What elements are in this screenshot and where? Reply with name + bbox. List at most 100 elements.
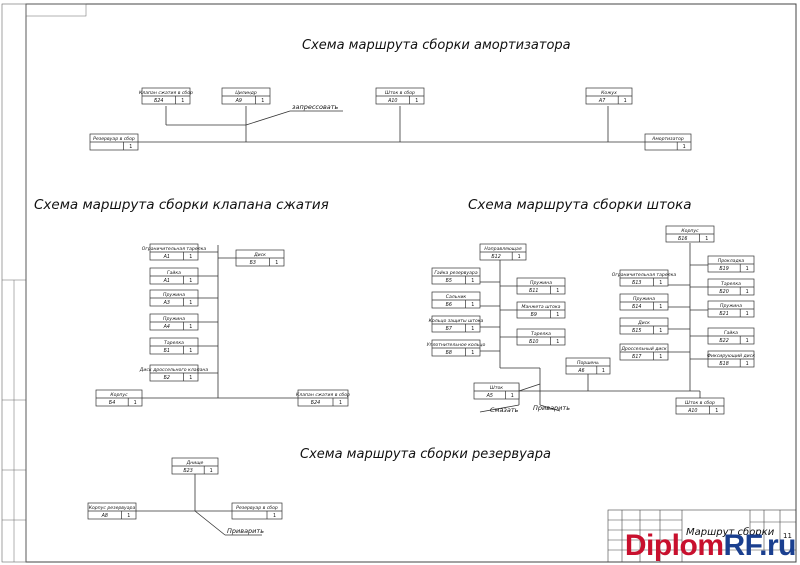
part-name: Клапан сжатия в сбор	[139, 90, 193, 96]
part-qty: 1	[189, 300, 192, 306]
part-qty: 1	[471, 350, 474, 356]
part-name: Дроссельный диск	[620, 346, 667, 352]
part-name: Амортизатор	[651, 136, 684, 142]
part-code: Б3	[250, 260, 256, 266]
part-code: Б5	[446, 278, 452, 284]
part-qty: 1	[189, 348, 192, 354]
part-qty: 1	[210, 468, 213, 474]
part-name: Шток в сбор	[385, 90, 415, 96]
title-block: Маршрут сборки 11	[607, 509, 797, 563]
part-code: Б17	[632, 354, 641, 360]
watermark-part2: RF.ru	[723, 529, 797, 562]
part-qty: 1	[659, 304, 662, 310]
part-qty: 1	[746, 289, 749, 295]
part-code: Б22	[719, 338, 728, 344]
part-code: Б24	[311, 400, 320, 406]
part-name: Ограничительная тарелка	[612, 272, 677, 278]
part-code: Б18	[719, 361, 728, 367]
part-qty: 1	[659, 328, 662, 334]
part-name: Поршень	[577, 360, 599, 366]
part-qty: 1	[556, 339, 559, 345]
part-code: Б23	[183, 468, 192, 474]
corner-stamp	[25, 3, 87, 17]
part-code: Б2	[164, 375, 170, 381]
part-qty: 1	[189, 254, 192, 260]
part-name: Пружина	[163, 292, 185, 298]
watermark-part1: Diplom	[624, 529, 724, 562]
part-code: Б14	[632, 304, 641, 310]
part-code: А6	[577, 368, 584, 374]
part-name: Резервуар в сбор	[236, 505, 278, 511]
part-qty: 1	[189, 278, 192, 284]
part-code: Б12	[491, 254, 500, 260]
part-qty: 1	[134, 400, 137, 406]
part-qty: 1	[518, 254, 521, 260]
part-code: А1	[163, 254, 170, 260]
part-name: Пружина	[163, 316, 185, 322]
part-name: Фиксирующий диск	[707, 353, 755, 359]
part-code: Б4	[109, 400, 115, 406]
note-weld-rod: Приварить	[533, 404, 570, 412]
part-qty: 1	[715, 408, 718, 414]
part-name: Кожух	[601, 90, 617, 96]
part-qty: 1	[275, 260, 278, 266]
part-qty: 1	[659, 280, 662, 286]
part-name: Ограничительная тарелка	[142, 246, 207, 252]
part-qty: 1	[556, 288, 559, 294]
part-name: Сальник	[446, 294, 467, 300]
part-name: Резервуар в сбор	[93, 136, 135, 142]
part-name: Гайка резервуара	[434, 270, 477, 276]
note-weld-reservoir: Приварить	[227, 527, 264, 535]
part-code: А1	[163, 278, 170, 284]
part-code: А5	[486, 393, 493, 399]
shock-diagram	[138, 106, 645, 143]
part-code: Б19	[719, 266, 728, 272]
part-qty: 1	[471, 278, 474, 284]
title-rod-assembly: Схема маршрута сборки штока	[468, 197, 692, 213]
part-name: Диск дроссельного клапана	[139, 367, 209, 373]
part-name: Тарелка	[531, 331, 551, 337]
part-name: Пружина	[530, 280, 552, 286]
part-qty: 1	[415, 98, 418, 104]
part-name: Шток в сбор	[685, 400, 715, 406]
title-valve-assembly: Схема маршрута сборки клапана сжатия	[34, 197, 329, 213]
part-name: Тарелка	[164, 340, 184, 346]
part-code: Б6	[446, 302, 452, 308]
part-code: Б13	[632, 280, 641, 286]
part-qty: 1	[471, 326, 474, 332]
part-name: Пружина	[633, 296, 655, 302]
part-name: Манжета штока	[522, 304, 561, 310]
part-box-reservoir-result: Резервуар в сбор 1	[231, 502, 283, 520]
part-qty: 1	[181, 98, 184, 104]
part-qty: 1	[746, 266, 749, 272]
part-qty: 1	[511, 393, 514, 399]
part-qty: 1	[746, 361, 749, 367]
part-name: Корпус резервуара	[89, 505, 136, 511]
part-qty: 1	[746, 338, 749, 344]
part-name: Пружина	[720, 303, 742, 309]
part-name: Днище	[186, 460, 204, 466]
part-qty: 1	[273, 513, 276, 519]
part-code: Б11	[529, 288, 538, 294]
watermark-logo: DiplomRF.ru	[624, 529, 797, 563]
